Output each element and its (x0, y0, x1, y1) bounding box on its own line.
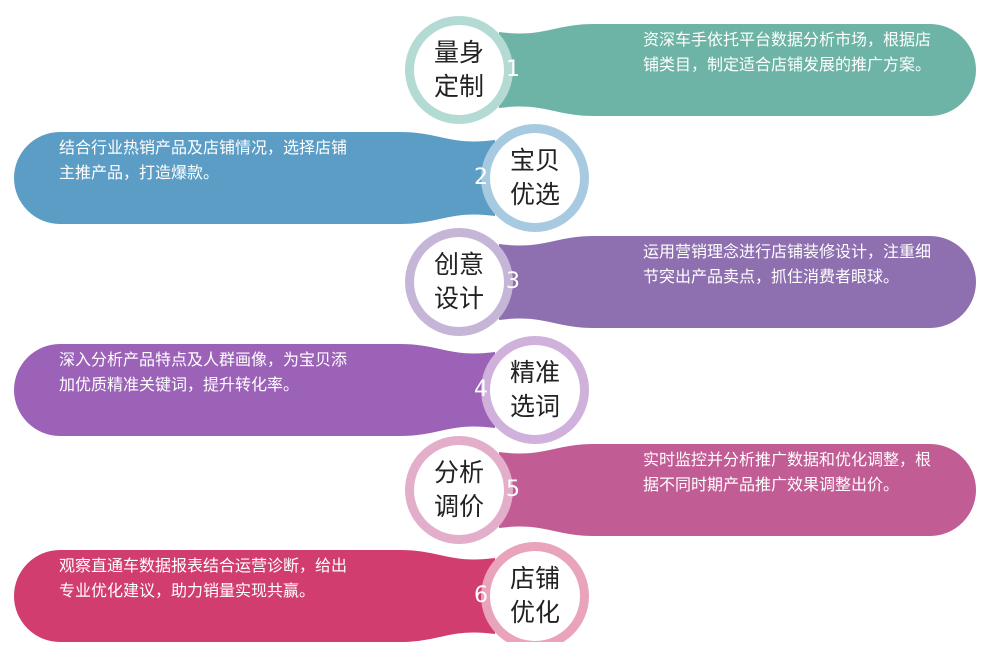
step-title-line: 调价 (433, 492, 484, 521)
step-circle-3 (414, 237, 504, 327)
step-circle-4 (490, 345, 580, 435)
step-title-line: 优化 (509, 598, 560, 627)
step-banner-2 (14, 132, 495, 224)
step-number-4: 4 (474, 377, 488, 402)
step-title-5: 分析调价 (414, 445, 504, 535)
step-number-3: 3 (506, 269, 520, 294)
step-description-1: 资深车手依托平台数据分析市场，根据店铺类目，制定适合店铺发展的推广方案。 (643, 30, 932, 74)
step-title-line: 精准 (509, 358, 560, 387)
step-number-5: 5 (506, 477, 520, 502)
step-title-2: 宝贝优选 (490, 133, 580, 223)
step-title-line: 分析 (433, 458, 484, 487)
step-description-6: 观察直通车数据报表结合运营诊断，给出专业优化建议，助力销量实现共赢。 (59, 556, 348, 600)
step-title-line: 定制 (433, 72, 484, 101)
step-circle-2 (490, 133, 580, 223)
step-banner-1 (499, 24, 976, 116)
step-title-line: 优选 (509, 180, 560, 209)
step-title-line: 店铺 (509, 564, 560, 593)
step-description-3: 运用营销理念进行店铺装修设计，注重细节突出产品卖点，抓住消费者眼球。 (643, 242, 932, 286)
step-banner-6 (14, 550, 495, 642)
step-number-6: 6 (474, 583, 488, 608)
step-description-4: 深入分析产品特点及人群画像，为宝贝添加优质精准关键词，提升转化率。 (59, 350, 348, 394)
step-circle-6 (490, 551, 580, 641)
step-title-4: 精准选词 (490, 345, 580, 435)
step-title-line: 创意 (433, 250, 484, 279)
step-title-line: 量身 (433, 38, 484, 67)
step-title-line: 宝贝 (509, 146, 560, 175)
step-banner-3 (499, 236, 976, 328)
step-title-6: 店铺优化 (490, 551, 580, 641)
step-circle-1 (414, 25, 504, 115)
step-number-2: 2 (474, 165, 488, 190)
step-banner-5 (499, 444, 976, 536)
step-banner-4 (14, 344, 495, 436)
step-title-line: 选词 (509, 392, 560, 421)
step-title-3: 创意设计 (414, 237, 504, 327)
step-number-1: 1 (506, 57, 520, 82)
step-circle-5 (414, 445, 504, 535)
step-description-5: 实时监控并分析推广数据和优化调整，根据不同时期产品推广效果调整出价。 (643, 450, 932, 494)
step-title-line: 设计 (433, 284, 484, 313)
step-description-2: 结合行业热销产品及店铺情况，选择店铺主推产品，打造爆款。 (59, 138, 348, 182)
step-title-1: 量身定制 (414, 25, 504, 115)
